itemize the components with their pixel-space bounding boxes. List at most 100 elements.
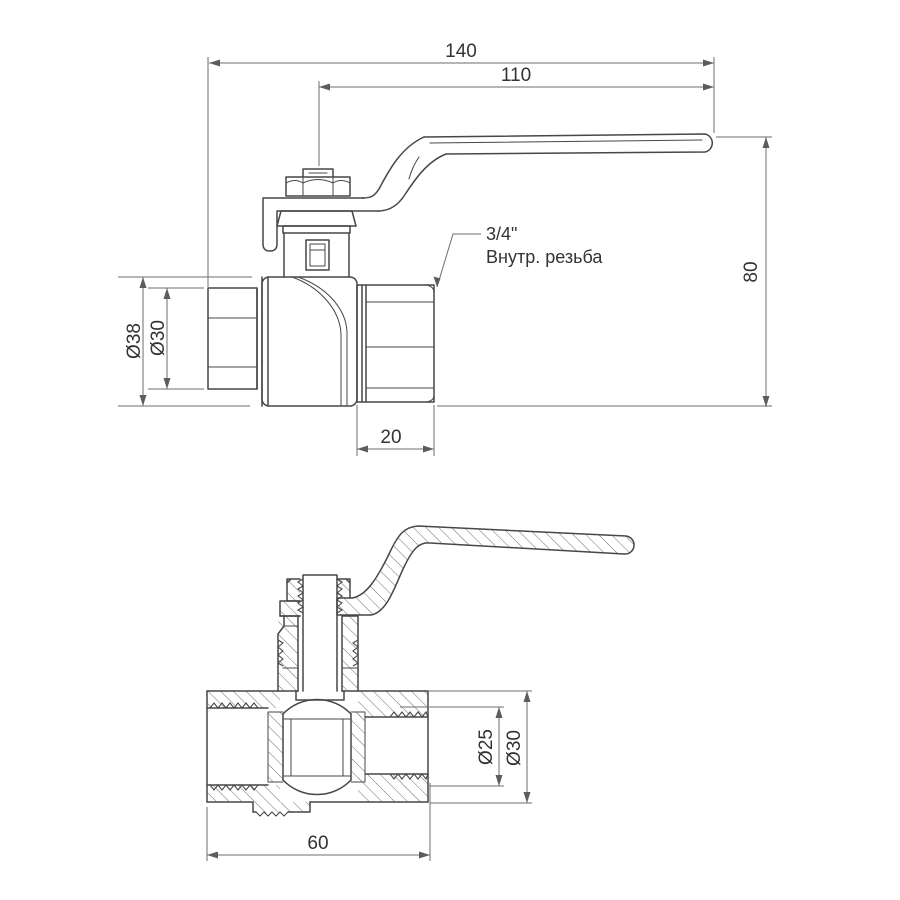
- hatch-neck-left: [278, 616, 298, 691]
- dim-dia38-label: Ø38: [124, 323, 145, 359]
- hatch-neck-right: [342, 616, 358, 691]
- handle-curve-inner: [377, 153, 447, 212]
- ball-flats: [282, 713, 352, 781]
- handle-blade: [423, 133, 714, 155]
- dim-dia30-bore-lines: [428, 690, 532, 804]
- handle-curve-outer: [361, 136, 425, 199]
- arrow-bottom: [762, 396, 770, 407]
- dim-dia30-lines: [148, 287, 204, 390]
- right-port-joint: [361, 284, 367, 403]
- dim-140: 140: [207, 41, 715, 287]
- arrow-bottom: [495, 775, 503, 786]
- arrow-left: [319, 83, 330, 91]
- stem-window-inner: [309, 243, 326, 267]
- stem-thread-left: [296, 578, 304, 614]
- seat-outlines: [267, 711, 366, 783]
- drain-boss-outline: [252, 801, 311, 813]
- dim-dia30-port-label: Ø30: [148, 320, 169, 356]
- callout-size: 3/4": [486, 224, 517, 244]
- stem-collar: [295, 690, 345, 701]
- ball-section: [282, 698, 352, 796]
- dim-140-label: 140: [445, 41, 477, 62]
- dim-20-label: 20: [380, 427, 401, 448]
- right-port-thread-top: [389, 710, 429, 718]
- lever-handle: [361, 133, 714, 212]
- callout-thread-type: Внутр. резьба: [486, 247, 603, 267]
- arrow-top: [495, 707, 503, 718]
- arrow-top: [139, 277, 147, 288]
- dim-dia30-bore: Ø30: [428, 690, 532, 804]
- leader-arrow: [433, 276, 441, 287]
- arrow-bottom: [139, 395, 147, 406]
- dim-dia30-bore-label: Ø30: [504, 730, 525, 766]
- right-bore: [364, 716, 429, 775]
- callout-leader: [436, 233, 481, 288]
- dim-80-lines: [437, 136, 772, 407]
- neck-thread-right: [352, 639, 359, 667]
- dim-140-lines: [207, 57, 715, 287]
- hatch-top-left-wall: [207, 691, 280, 708]
- left-port-thread-bottom: [209, 784, 259, 791]
- stem-nut: [285, 176, 351, 197]
- arrow-top: [163, 288, 171, 299]
- hatch-washer-left: [280, 601, 300, 616]
- neck-sides: [283, 232, 350, 278]
- dim-dia25: Ø25: [400, 706, 504, 787]
- right-port: [356, 284, 435, 403]
- handle-bend-mark: [408, 156, 420, 180]
- stem-shaft: [302, 574, 338, 692]
- dim-110-lines: [318, 81, 714, 166]
- arrow-left: [357, 445, 368, 453]
- hatch-left-seat: [268, 712, 283, 782]
- gland-ring: [282, 225, 351, 234]
- section-hatching: [207, 579, 428, 813]
- end-faces: [206, 690, 429, 803]
- left-port-hex-flats: [207, 317, 258, 368]
- drain-boss-thread: [255, 811, 289, 817]
- hatch-drain-boss: [253, 802, 310, 813]
- section-view: 60 Ø25 Ø30: [206, 525, 635, 861]
- stem-window: [305, 239, 330, 271]
- stem-section: [277, 574, 359, 701]
- arrow-left: [207, 851, 218, 859]
- hatch-nut-left: [287, 579, 300, 601]
- arrow-right: [423, 445, 434, 453]
- stem-washer: [302, 168, 334, 178]
- handle-blade-edge: [429, 139, 703, 144]
- right-port-chamfers: [425, 284, 435, 403]
- stem-and-nut: [262, 168, 380, 278]
- dim-80-label: 80: [741, 261, 762, 282]
- arrow-right: [703, 83, 714, 91]
- hatch-bottom-right-wall: [358, 774, 428, 802]
- handle-cut: [336, 525, 635, 616]
- dim-dia25-label: Ø25: [476, 729, 497, 765]
- dim-20: 20: [356, 405, 435, 456]
- dim-80: 80: [437, 136, 772, 407]
- arrow-right: [703, 59, 714, 67]
- dim-60-lines: [206, 783, 431, 861]
- arrow-left: [209, 59, 220, 67]
- left-port-thread-top: [209, 702, 259, 709]
- neck-thread-left: [277, 639, 284, 667]
- body-section: [206, 690, 429, 817]
- right-port-hex-flats: [365, 301, 435, 389]
- nut-right-outline: [336, 578, 351, 599]
- dim-dia25-lines: [400, 706, 504, 787]
- body-contour-curves: [291, 276, 348, 406]
- gland-flange: [276, 210, 357, 227]
- arrow-right: [419, 851, 430, 859]
- dim-dia38-lines: [118, 276, 252, 407]
- packing-steps: [282, 625, 359, 669]
- dim-110-label: 110: [501, 65, 531, 86]
- arrow-top: [762, 137, 770, 148]
- dim-60-label: 60: [307, 833, 328, 854]
- hatch-right-seat: [351, 712, 365, 782]
- dim-60: 60: [206, 783, 431, 861]
- right-port-thread-bottom: [389, 773, 429, 781]
- valve-body: [207, 276, 435, 407]
- stem-nut-facets: [285, 176, 351, 197]
- ball-bore: [282, 718, 352, 777]
